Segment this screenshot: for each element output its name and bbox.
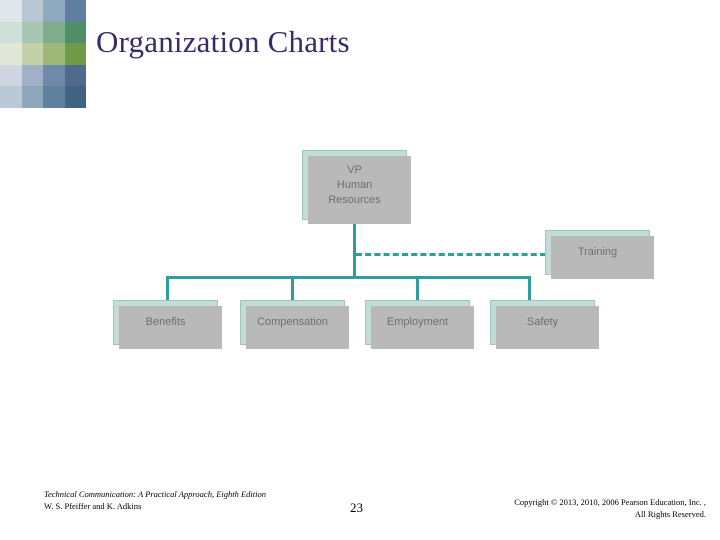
mosaic-tile (43, 43, 65, 65)
connector-drop-benefits (166, 276, 169, 300)
footer-copyright: Copyright © 2013, 2010, 2006 Pearson Edu… (514, 496, 706, 520)
mosaic-tile (21, 21, 43, 44)
mosaic-tile (43, 64, 65, 87)
mosaic-tile (43, 0, 65, 22)
org-node-employment-label: Employment (386, 316, 449, 328)
org-node-benefits[interactable]: Benefits (113, 300, 222, 349)
footer-copyright-line-1: Copyright © 2013, 2010, 2006 Pearson Edu… (514, 497, 706, 507)
footer-source-line-1: Technical Communication: A Practical App… (44, 489, 267, 499)
mosaic-tile (64, 43, 86, 65)
mosaic-tile (21, 86, 43, 108)
footer-copyright-line-2: All Rights Reserved. (634, 509, 706, 519)
org-node-vp-line3: Resources (328, 193, 381, 206)
connector-vp-stem (353, 220, 356, 278)
org-node-training-label: Training (577, 246, 618, 258)
org-node-vp-line2: Human (336, 178, 373, 191)
mosaic-tile (0, 21, 22, 44)
org-node-training[interactable]: Training (545, 230, 654, 279)
org-node-safety[interactable]: Safety (490, 300, 599, 349)
organization-chart: VP Human Resources Training Benefits Com… (0, 130, 720, 370)
org-node-compensation-label: Compensation (257, 316, 328, 328)
org-node-benefits-label: Benefits (145, 316, 186, 328)
org-node-employment[interactable]: Employment (365, 300, 474, 349)
footer-source: Technical Communication: A Practical App… (44, 488, 266, 512)
org-node-vp[interactable]: VP Human Resources (302, 150, 411, 224)
page-title: Organization Charts (96, 24, 350, 59)
connector-horizontal-bus (166, 276, 531, 279)
mosaic-tile (0, 86, 22, 108)
mosaic-tile (43, 21, 65, 44)
connector-vp-training-dashed (356, 253, 546, 256)
mosaic-tile (0, 64, 22, 87)
mosaic-tile (21, 43, 43, 65)
mosaic-tile (64, 21, 86, 44)
mosaic-tile (43, 86, 65, 108)
slide-number: 23 (350, 500, 363, 515)
org-node-vp-line1: VP (347, 163, 362, 176)
decorative-corner-mosaic (0, 0, 86, 108)
slide-footer: Technical Communication: A Practical App… (0, 480, 720, 540)
connector-drop-employment (416, 276, 419, 300)
mosaic-tile (64, 0, 86, 22)
mosaic-tile (64, 64, 86, 87)
mosaic-tile (0, 43, 22, 65)
footer-source-line-2: W. S. Pfeiffer and K. Adkins (44, 501, 142, 511)
mosaic-tile (21, 0, 43, 22)
connector-drop-safety (528, 276, 531, 300)
org-node-compensation[interactable]: Compensation (240, 300, 349, 349)
mosaic-tile (64, 86, 86, 108)
connector-drop-compensation (291, 276, 294, 300)
mosaic-tile (0, 0, 22, 22)
mosaic-tile (21, 64, 43, 87)
org-node-safety-label: Safety (526, 316, 559, 328)
